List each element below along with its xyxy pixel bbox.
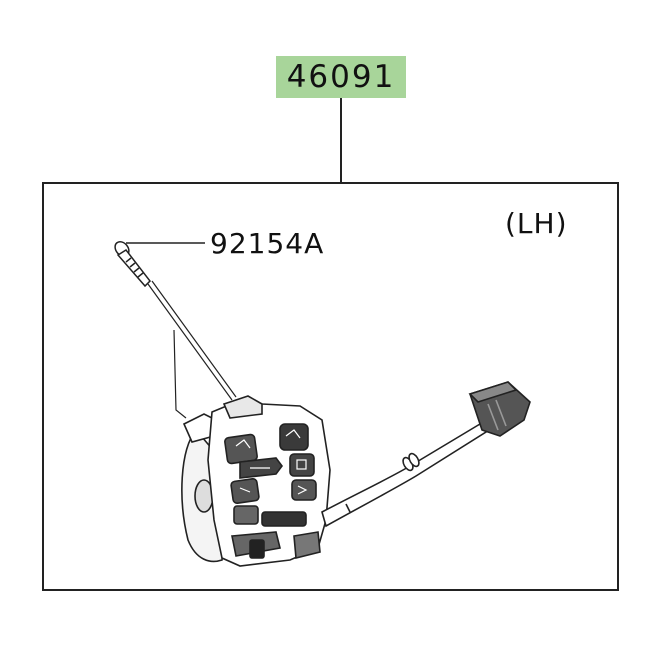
screw-icon [114, 241, 151, 288]
screw-axis-lines [147, 280, 237, 419]
handlebar-switch-icon [181, 395, 331, 567]
screw-part-number-label[interactable]: 92154A [210, 227, 325, 260]
connector-icon [468, 381, 531, 437]
main-part-number-label[interactable]: 46091 [276, 56, 406, 98]
assembly-frame [42, 182, 619, 591]
wire-harness-icon [321, 422, 488, 528]
side-indicator-label: (LH) [505, 207, 568, 240]
